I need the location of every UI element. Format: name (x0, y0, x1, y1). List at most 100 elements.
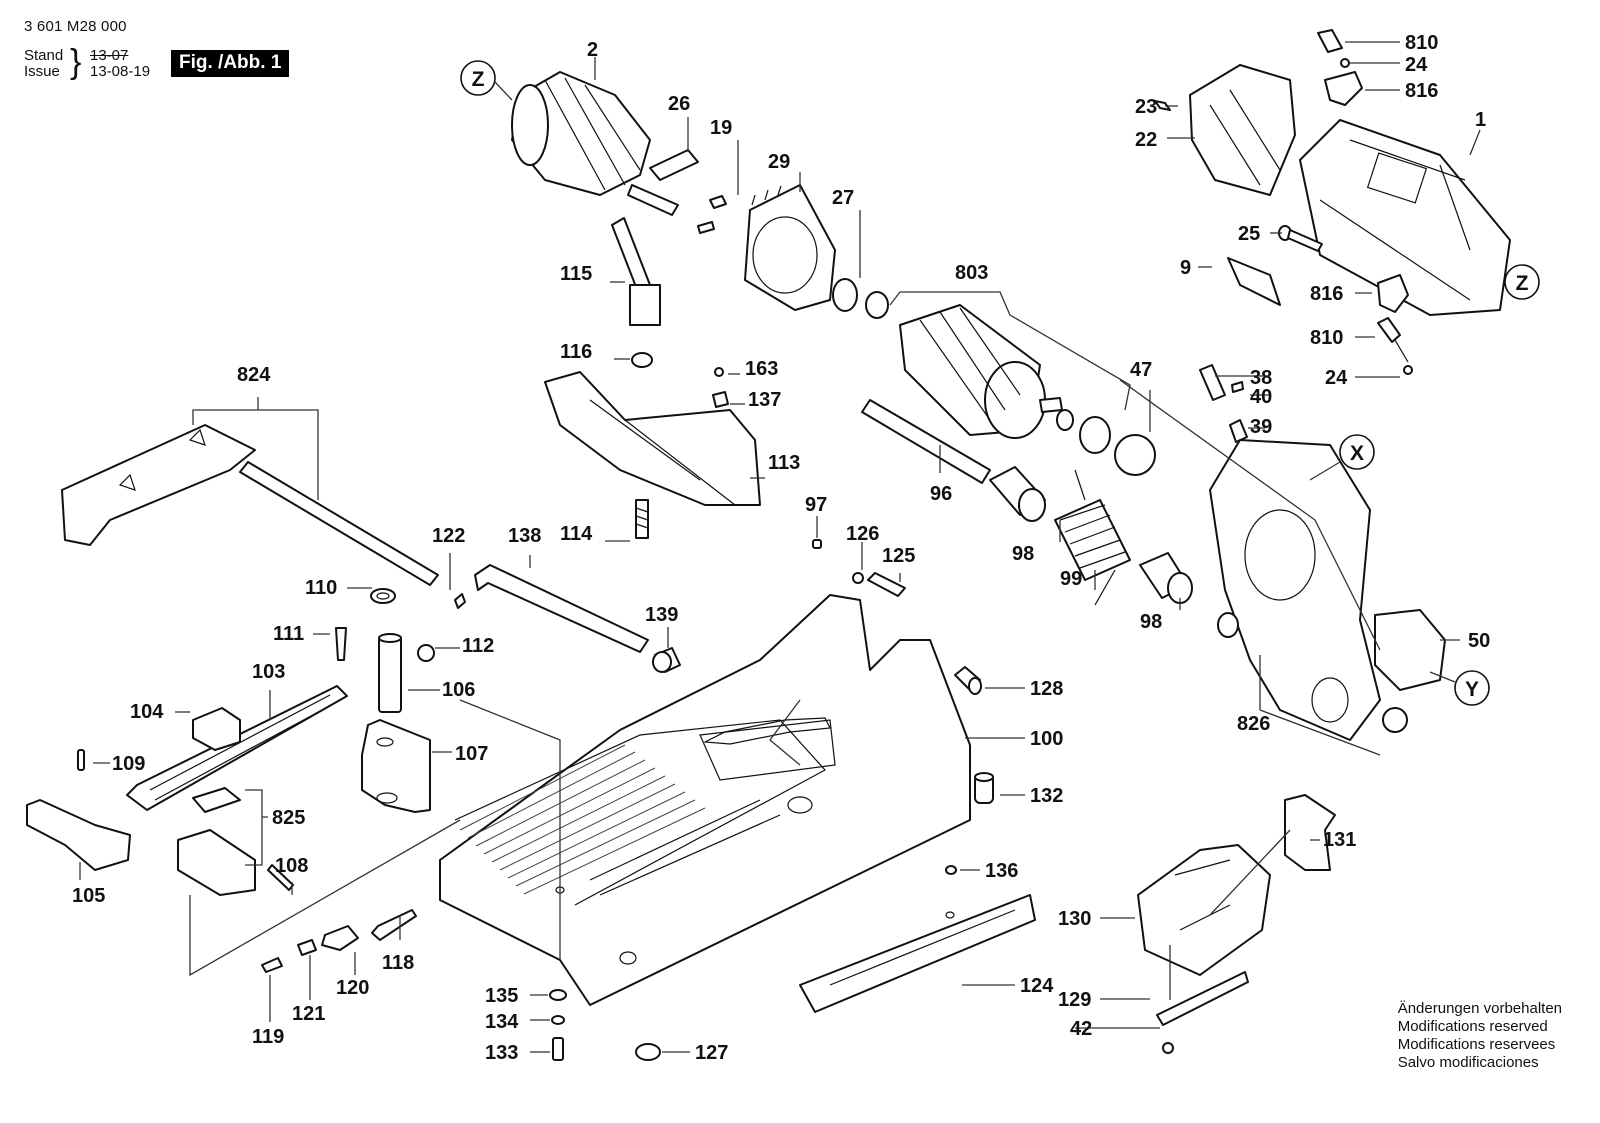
part-label: 112 (462, 635, 494, 657)
part-label: 133 (485, 1042, 518, 1064)
part-label: 98 (1012, 543, 1034, 565)
part-label: 116 (560, 341, 592, 363)
part-label: 29 (768, 151, 790, 173)
ref-marker-z-right: Z (1504, 264, 1540, 300)
part-label: 810 (1405, 32, 1438, 54)
lever-part-115 (611, 217, 661, 326)
screw-part-42 (1162, 1042, 1174, 1054)
ref-marker-z-top: Z (460, 60, 496, 96)
part-label: 127 (695, 1042, 728, 1064)
part-label: 113 (768, 452, 800, 474)
washer-part-116 (631, 352, 653, 368)
fan-baffle-part-29 (744, 184, 836, 311)
clip-part-131 (1284, 794, 1336, 871)
ref-marker-letter: Y (1465, 678, 1479, 701)
screw-part-121 (297, 939, 317, 956)
issue-value: 13-08-19 (90, 63, 151, 80)
screw-part-19 (697, 195, 727, 234)
part-label: 107 (455, 743, 488, 765)
drawing-header: 3 601 M28 000 Stand Issue } 13-07 13-08-… (24, 18, 290, 80)
part-label: 118 (382, 952, 414, 974)
part-label: 810 (1310, 327, 1343, 349)
part-label: 39 (1250, 416, 1272, 438)
part-label: 115 (560, 263, 592, 285)
screw-part-24b (1403, 365, 1413, 375)
ref-marker-letter: X (1350, 442, 1364, 465)
handle-part-105 (26, 799, 131, 871)
gear-cover-part-50 (1374, 609, 1446, 691)
part-label: 121 (292, 1003, 325, 1025)
part-label: 816 (1405, 80, 1438, 102)
part-label: 111 (273, 623, 304, 645)
issue-label: Issue (24, 63, 60, 80)
brace-icon: } (70, 43, 82, 81)
stand-label: Stand (24, 47, 64, 64)
bevel-scale (702, 717, 831, 745)
ref-marker-x: X (1339, 434, 1375, 470)
part-label: 26 (668, 93, 690, 115)
part-label: 139 (645, 604, 678, 626)
part-label: 24 (1325, 367, 1348, 389)
screw-part-136 (945, 865, 957, 875)
part-label: 23 (1135, 96, 1157, 118)
part-label: 97 (805, 494, 827, 516)
washer-part-134 (551, 1015, 565, 1025)
part-label: 104 (130, 701, 164, 723)
washer-part-135 (549, 989, 567, 1001)
part-label: 126 (846, 523, 879, 545)
brush-cap-part-810b (1377, 317, 1409, 363)
bushing-part-128 (954, 666, 982, 695)
notice-line-de: Änderungen vorbehalten (1397, 1000, 1562, 1017)
part-label: 103 (252, 661, 285, 683)
part-label: 100 (1030, 728, 1063, 750)
part-labels: 2 26 19 29 27 115 116 163 137 113 114 80… (72, 32, 1490, 1064)
brush-holder-part-26 (627, 149, 699, 216)
washer-part-110 (370, 588, 396, 604)
field-coil-part (511, 71, 651, 196)
part-label: 40 (1250, 386, 1272, 408)
part-label: 122 (432, 525, 465, 547)
pin-part-125 (867, 572, 906, 597)
part-label: 803 (955, 262, 988, 284)
part-label: 120 (336, 977, 369, 999)
pin-part-109 (77, 749, 85, 771)
ref-marker-letter: Z (1516, 272, 1529, 295)
part-label: 42 (1070, 1018, 1092, 1040)
bracket-part-129 (1156, 971, 1249, 1026)
spring-part-39 (1229, 419, 1248, 443)
screw-part-163 (714, 367, 724, 377)
part-label: 137 (748, 389, 781, 411)
part-label: 38 (1250, 367, 1272, 389)
part-label: 135 (485, 985, 518, 1007)
washer-part-112 (417, 644, 435, 662)
part-label: 9 (1180, 257, 1191, 279)
base-part-100 (439, 594, 971, 1006)
gear-housing-part-826 (1209, 439, 1381, 741)
part-label: 119 (252, 1026, 284, 1048)
extension-part-824 (61, 424, 256, 546)
notice-line-es: Salvo modificaciones (1397, 1054, 1539, 1071)
knob-part-38 (1199, 364, 1244, 401)
nut-part-137 (712, 391, 729, 408)
part-label: 1 (1475, 109, 1486, 131)
part-label: 816 (1310, 283, 1343, 305)
fan-cover-part-22 (1189, 64, 1296, 196)
nut-part-104 (192, 707, 241, 751)
part-label: 2 (587, 39, 598, 61)
washer-part-126 (852, 572, 864, 584)
bushing-part-139 (652, 647, 681, 673)
pin-part-111 (335, 627, 347, 661)
part-label: 105 (72, 885, 105, 907)
spring-part-99 (1054, 469, 1131, 606)
sleeve-part-98a (989, 466, 1046, 522)
screw-part-133 (552, 1037, 564, 1061)
document-number: 3 601 M28 000 (24, 18, 127, 35)
part-label: 24 (1405, 54, 1428, 76)
bearing-part-50b (1217, 612, 1408, 733)
part-label: 50 (1468, 630, 1490, 652)
part-label: 47 (1130, 359, 1152, 381)
part-label: 130 (1058, 908, 1091, 930)
leader-lines (79, 41, 1481, 1053)
part-label: 19 (710, 117, 732, 139)
rod-part-824 (239, 461, 439, 586)
